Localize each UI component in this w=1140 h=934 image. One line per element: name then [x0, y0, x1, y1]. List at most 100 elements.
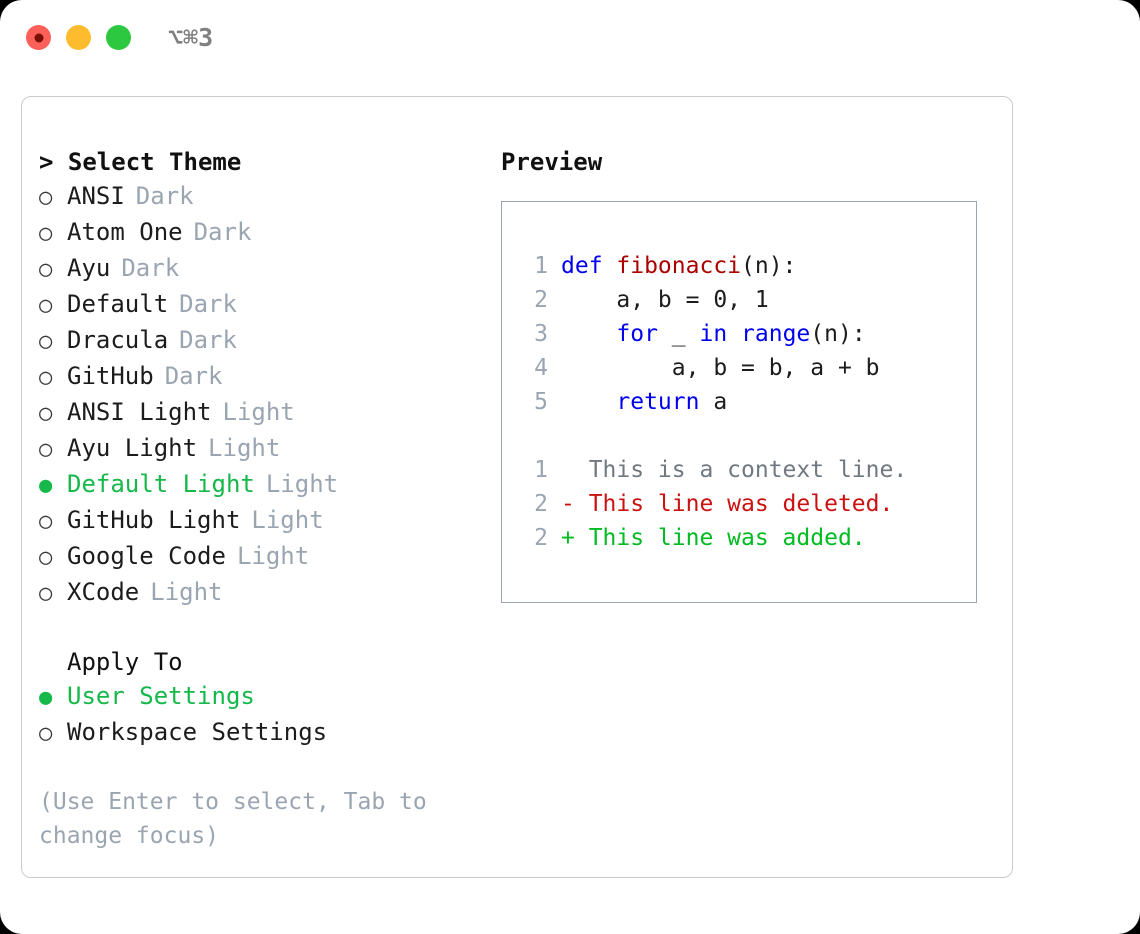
radio-unselected-icon: ○	[39, 221, 53, 246]
theme-option-ayu-light[interactable]: ○ Ayu Light Light	[39, 431, 479, 467]
code-text: for _ in range(n):	[561, 317, 866, 351]
token-plain: a, b = 0, 1	[561, 287, 769, 313]
theme-variant-badge: Light	[222, 398, 295, 426]
theme-option-xcode[interactable]: ○ XCode Light	[39, 575, 479, 611]
radio-unselected-icon: ○	[39, 401, 53, 426]
option-label: User Settings	[67, 682, 255, 710]
option-label: Workspace Settings	[67, 718, 328, 746]
radio-unselected-icon: ○	[39, 293, 53, 318]
option-label: Atom One	[67, 218, 183, 246]
code-text: a, b = 0, 1	[561, 283, 769, 317]
token-plain: a, b = b, a + b	[561, 355, 880, 381]
token-kw: return	[616, 389, 700, 415]
token-plain: (n):	[810, 321, 866, 347]
close-button-icon[interactable]	[26, 25, 51, 50]
radio-unselected-icon: ○	[39, 581, 53, 606]
radio-unselected-icon: ○	[39, 437, 53, 462]
theme-option-ayu[interactable]: ○ Ayu Dark	[39, 251, 479, 287]
maximize-button-icon[interactable]	[106, 25, 131, 50]
apply-option-user-settings[interactable]: ● User Settings	[39, 679, 479, 715]
option-label: Default Light	[67, 470, 255, 498]
line-number: 1	[534, 457, 548, 483]
diff-text: This is a context line.	[561, 457, 908, 483]
option-label: Default	[67, 290, 169, 318]
option-label: Dracula	[67, 326, 169, 354]
keyboard-hint-text: (Use Enter to select, Tab to change focu…	[39, 789, 441, 849]
minimize-button-icon[interactable]	[66, 25, 91, 50]
option-label: Ayu	[67, 254, 111, 282]
radio-unselected-icon: ○	[39, 185, 53, 210]
code-text: a, b = b, a + b	[561, 351, 880, 385]
option-label: ANSI	[67, 182, 125, 210]
theme-option-github[interactable]: ○ GitHub Dark	[39, 359, 479, 395]
theme-option-ansi-light[interactable]: ○ ANSI Light Light	[39, 395, 479, 431]
diff-text: - This line was deleted.	[561, 491, 894, 517]
option-label: XCode	[67, 578, 140, 606]
theme-variant-badge: Dark	[193, 218, 252, 246]
token-plain	[727, 321, 741, 347]
theme-option-atom-one[interactable]: ○ Atom One Dark	[39, 215, 479, 251]
theme-option-default[interactable]: ○ Default Dark	[39, 287, 479, 323]
preview-heading: Preview	[501, 148, 603, 176]
token-fn: fibonacci	[616, 253, 742, 279]
token-kw: def	[561, 253, 617, 279]
code-text: return a	[561, 385, 727, 419]
radio-unselected-icon: ○	[39, 329, 53, 354]
theme-option-default-light[interactable]: ● Default Light Light	[39, 467, 479, 503]
traffic-light-buttons	[26, 25, 131, 50]
theme-option-github-light[interactable]: ○ GitHub Light Light	[39, 503, 479, 539]
option-label: Ayu Light	[67, 434, 198, 462]
radio-unselected-icon: ○	[39, 509, 53, 534]
code-line: 2 a, b = 0, 1	[518, 283, 968, 317]
radio-unselected-icon: ○	[39, 545, 53, 570]
radio-unselected-icon: ○	[39, 365, 53, 390]
radio-selected-icon: ●	[39, 473, 53, 498]
theme-variant-badge: Light	[251, 506, 324, 534]
option-label: GitHub	[67, 362, 154, 390]
line-number: 4	[534, 355, 548, 381]
token-kw: in	[699, 321, 728, 347]
token-plain	[561, 389, 616, 415]
theme-variant-badge: Dark	[121, 254, 180, 282]
theme-variant-badge: Dark	[179, 290, 237, 318]
diff-line-deleted: 2 - This line was deleted.	[518, 487, 968, 521]
apply-option-workspace-settings[interactable]: ○ Workspace Settings	[39, 715, 479, 751]
radio-selected-icon: ●	[39, 685, 53, 710]
diff-text: + This line was added.	[561, 525, 866, 551]
token-plain	[561, 321, 616, 347]
line-number: 2	[534, 287, 548, 313]
token-kw: range	[741, 321, 811, 347]
option-label: Google Code	[67, 542, 226, 570]
apply-to-option-list: ● User Settings ○ Workspace Settings	[39, 679, 479, 751]
option-label: ANSI Light	[67, 398, 212, 426]
theme-variant-badge: Light	[265, 470, 339, 498]
line-number: 3	[534, 321, 548, 347]
theme-variant-badge: Light	[236, 542, 310, 570]
radio-unselected-icon: ○	[39, 257, 53, 282]
preview-section-gap	[518, 419, 968, 453]
theme-variant-badge: Dark	[164, 362, 223, 390]
theme-variant-badge: Light	[208, 434, 281, 462]
line-number: 2	[534, 491, 548, 517]
theme-variant-badge: Light	[150, 578, 223, 606]
radio-unselected-icon: ○	[39, 721, 53, 746]
code-line: 4 a, b = b, a + b	[518, 351, 968, 385]
theme-option-google-code[interactable]: ○ Google Code Light	[39, 539, 479, 575]
diff-line-context: 1 This is a context line.	[518, 453, 968, 487]
token-plain: (n):	[741, 253, 797, 279]
keyboard-shortcut-label: ⌥⌘3	[168, 23, 214, 52]
token-plain: _	[657, 321, 700, 347]
option-label: GitHub Light	[67, 506, 241, 534]
title-bar: ⌥⌘3	[0, 0, 1140, 78]
select-theme-heading: > Select Theme	[39, 148, 242, 176]
code-line: 5 return a	[518, 385, 968, 419]
